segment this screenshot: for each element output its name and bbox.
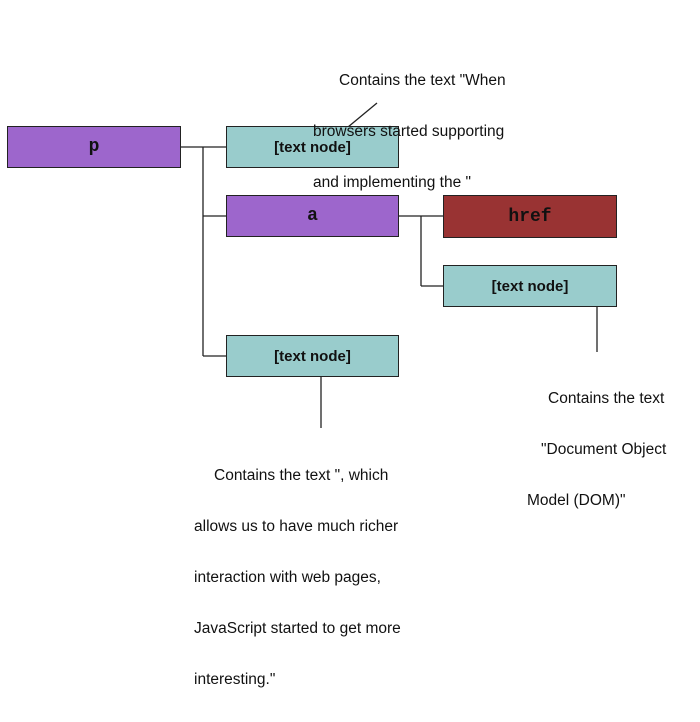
- callout-right: Contains the text "Document Object Model…: [527, 356, 697, 543]
- text-node-label: [text node]: [491, 277, 569, 295]
- callout-line: Contains the text ", which: [214, 467, 389, 484]
- callout-line: JavaScript started to get more: [194, 620, 401, 637]
- callout-line: interesting.": [194, 671, 276, 688]
- text-node-which-allows: [text node]: [226, 335, 399, 377]
- callout-line: browsers started supporting: [313, 123, 505, 140]
- callout-line: Contains the text: [548, 390, 665, 407]
- callout-line: Model (DOM)": [527, 492, 626, 509]
- callout-line: and implementing the ": [313, 174, 472, 191]
- attribute-node-href: href: [443, 195, 617, 238]
- attribute-node-href-label: href: [508, 206, 552, 227]
- text-node-label: [text node]: [274, 347, 351, 365]
- element-node-a-label: a: [307, 206, 318, 226]
- element-node-p-label: p: [88, 137, 100, 157]
- element-node-a: a: [226, 195, 399, 237]
- callout-top: Contains the text "When browsers started…: [313, 38, 573, 225]
- callout-bottom: Contains the text ", which allows us to …: [194, 433, 464, 722]
- callout-line: allows us to have much richer: [194, 518, 399, 535]
- text-node-label: [text node]: [274, 138, 351, 156]
- callout-line: interaction with web pages,: [194, 569, 381, 586]
- text-node-dom: [text node]: [443, 265, 617, 307]
- text-node-when-browsers: [text node]: [226, 126, 399, 168]
- callout-line: Contains the text "When: [339, 72, 506, 89]
- element-node-p: p: [7, 126, 181, 168]
- callout-line: "Document Object: [541, 441, 667, 458]
- dom-tree-diagram: p [text node] a href [text node] [text n…: [7, 38, 666, 688]
